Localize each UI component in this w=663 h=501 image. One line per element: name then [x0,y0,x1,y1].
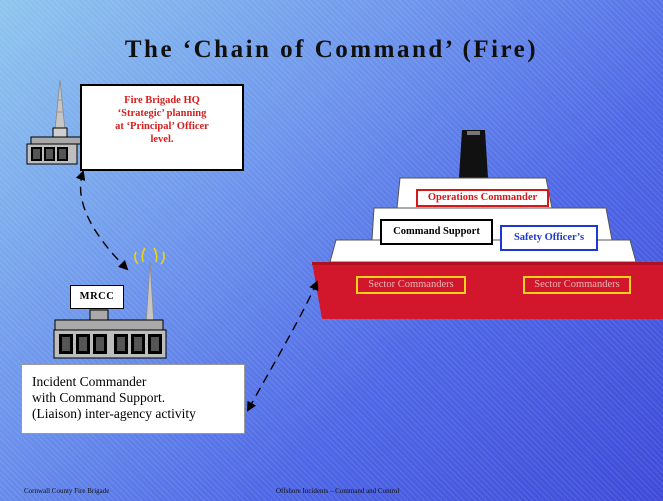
sector-commanders-box: Sector Commanders [523,276,631,294]
radio-signal-icon [134,247,165,326]
mrcc-label: MRCC [70,285,124,309]
safety-officers-box: Safety Officer’s [500,225,598,251]
hq-building-icon [26,127,87,165]
antenna-mast-icon [54,79,66,131]
footer-presentation-title: Offshore Incidents – Command and Control [276,487,400,495]
sector-commanders-box: Sector Commanders [356,276,466,294]
command-support-box: Command Support [380,219,493,245]
mrcc-building-icon [53,309,167,359]
slide-title: The ‘Chain of Command’ (Fire) [124,36,539,63]
operations-commander-box: Operations Commander [416,189,549,207]
footer-organisation: Cornwall County Fire Brigade [24,487,110,495]
incident-commander-box: Incident Commander with Command Support.… [21,364,245,434]
dashed-link-arrow-icon [75,170,319,412]
fire-brigade-hq-box: Fire Brigade HQ ‘Strategic’ planning at … [80,84,244,171]
